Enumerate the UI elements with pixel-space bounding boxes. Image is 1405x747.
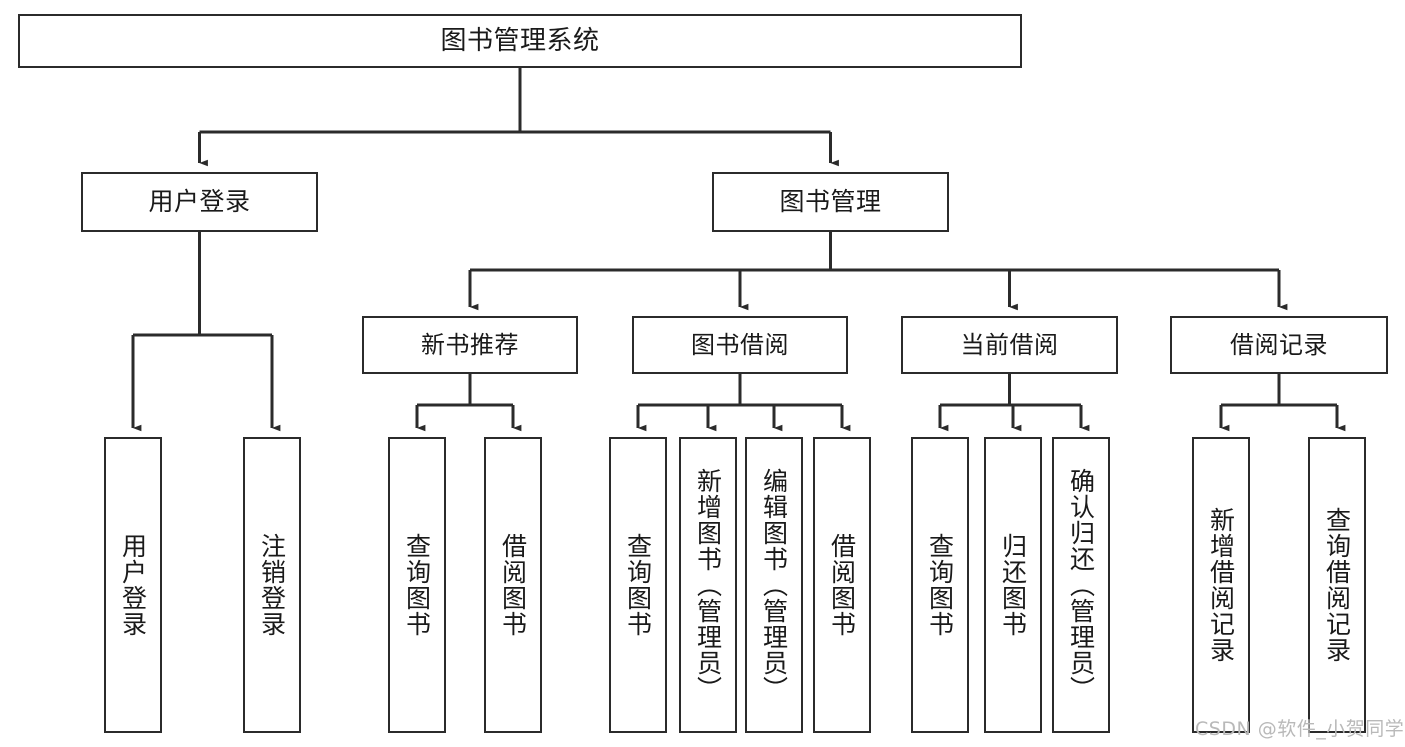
- node-leaf-add-record-label: 新增借阅记录: [1206, 507, 1236, 663]
- node-leaf-user-logout[interactable]: 注销登录: [243, 437, 301, 733]
- node-book-borrow-label: 图书借阅: [691, 330, 789, 359]
- node-current-borrow-label: 当前借阅: [960, 330, 1059, 359]
- node-user-login[interactable]: 用户登录: [81, 172, 318, 232]
- node-leaf-user-logout-label: 注销登录: [257, 533, 287, 637]
- node-leaf-user-login-label: 用户登录: [118, 533, 148, 637]
- node-leaf-return-book-label: 归还图书: [998, 533, 1028, 637]
- node-book-manage-label: 图书管理: [779, 187, 882, 217]
- node-leaf-borrow-book-2-label: 借阅图书: [827, 533, 857, 637]
- node-leaf-query-book-1[interactable]: 查询图书: [388, 437, 446, 733]
- node-leaf-borrow-book-1[interactable]: 借阅图书: [484, 437, 542, 733]
- node-leaf-borrow-book-2[interactable]: 借阅图书: [813, 437, 871, 733]
- node-leaf-edit-book[interactable]: 编辑图书（管理员）: [745, 437, 803, 733]
- node-leaf-query-record[interactable]: 查询借阅记录: [1308, 437, 1366, 733]
- node-book-manage[interactable]: 图书管理: [712, 172, 949, 232]
- node-leaf-query-record-label: 查询借阅记录: [1322, 507, 1352, 663]
- node-leaf-add-book-label: 新增图书（管理员）: [693, 468, 723, 702]
- node-book-borrow[interactable]: 图书借阅: [632, 316, 848, 374]
- node-borrow-record-label: 借阅记录: [1230, 330, 1328, 359]
- node-leaf-add-book[interactable]: 新增图书（管理员）: [679, 437, 737, 733]
- node-new-book-recommend[interactable]: 新书推荐: [362, 316, 578, 374]
- node-root[interactable]: 图书管理系统: [18, 14, 1022, 68]
- node-borrow-record[interactable]: 借阅记录: [1170, 316, 1388, 374]
- watermark: CSDN @软件_小贺同学: [1195, 718, 1405, 740]
- node-leaf-query-book-1-label: 查询图书: [402, 533, 432, 637]
- node-leaf-edit-book-label: 编辑图书（管理员）: [759, 468, 789, 702]
- node-leaf-query-book-3-label: 查询图书: [925, 533, 955, 637]
- node-leaf-borrow-book-1-label: 借阅图书: [498, 533, 528, 637]
- node-leaf-query-book-2[interactable]: 查询图书: [609, 437, 667, 733]
- node-leaf-add-record[interactable]: 新增借阅记录: [1192, 437, 1250, 733]
- node-leaf-confirm-return[interactable]: 确认归还（管理员）: [1052, 437, 1110, 733]
- node-leaf-return-book[interactable]: 归还图书: [984, 437, 1042, 733]
- node-current-borrow[interactable]: 当前借阅: [901, 316, 1118, 374]
- node-new-book-recommend-label: 新书推荐: [421, 330, 519, 359]
- node-user-login-label: 用户登录: [148, 187, 251, 217]
- node-root-label: 图书管理系统: [440, 25, 600, 56]
- node-leaf-confirm-return-label: 确认归还（管理员）: [1066, 468, 1096, 702]
- node-leaf-query-book-2-label: 查询图书: [623, 533, 653, 637]
- node-leaf-user-login[interactable]: 用户登录: [104, 437, 162, 733]
- node-leaf-query-book-3[interactable]: 查询图书: [911, 437, 969, 733]
